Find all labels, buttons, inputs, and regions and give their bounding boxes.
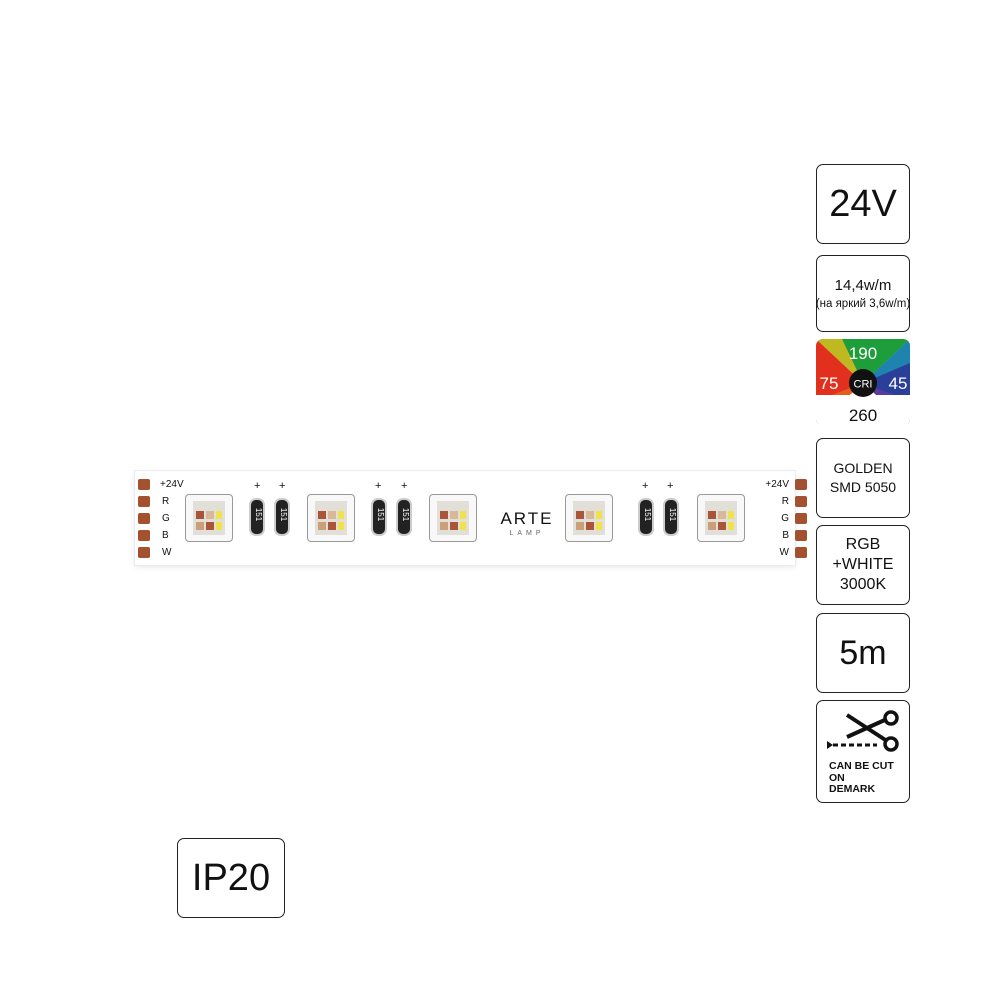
length-badge: 5m (816, 613, 910, 693)
resistor: 151 (396, 498, 412, 536)
color-line-3: 3000K (839, 576, 887, 593)
ip-rating-badge: IP20 (177, 838, 285, 918)
solder-pad (795, 513, 807, 524)
pin-label: W (162, 547, 172, 558)
plus-mark: + (375, 480, 382, 492)
cri-bottom-value: 260 (849, 406, 877, 425)
led-chip (565, 494, 613, 542)
solder-pad (795, 530, 807, 541)
pin-label: B (782, 530, 789, 541)
plus-mark: + (642, 480, 649, 492)
cut-badge: CAN BE CUT ON DEMARK (816, 700, 910, 803)
resistor: 151 (638, 498, 654, 536)
scissors-icon (827, 710, 899, 752)
arte-lamp-logo: ARTE LAMP (492, 509, 562, 537)
resistor-code: 151 (376, 507, 386, 522)
left-pin-labels: +24V R G B W (160, 476, 184, 561)
resistor: 151 (371, 498, 387, 536)
right-pin-labels: +24V R G B W (757, 476, 789, 561)
solder-pad (138, 496, 150, 507)
chip-line-2: SMD 5050 (829, 479, 897, 495)
solder-pad (795, 496, 807, 507)
solder-pad (795, 547, 807, 558)
solder-pad (138, 547, 150, 558)
resistor-code: 151 (401, 507, 411, 522)
plus-mark: + (401, 480, 408, 492)
cri-center-label: CRI (854, 379, 873, 391)
cut-line-3: DEMARK (829, 783, 876, 795)
cut-line-1: CAN BE CUT (829, 760, 894, 772)
power-value: 14,4w/m (834, 277, 892, 294)
pin-label: G (781, 513, 789, 524)
pin-label: G (162, 513, 170, 524)
logo-sub-text: LAMP (509, 530, 545, 537)
resistor-code: 151 (279, 507, 289, 522)
color-line-2: +WHITE (832, 556, 894, 573)
solder-pad (138, 513, 150, 524)
resistor-code: 151 (668, 507, 678, 522)
solder-pad (138, 479, 150, 490)
logo-main-text: ARTE (500, 509, 554, 528)
led-strip: +24V R G B W +24V R G B W + + 151 151 + (135, 471, 807, 565)
pin-label: W (779, 547, 789, 558)
led-chip (429, 494, 477, 542)
cri-left-value: 75 (820, 374, 839, 393)
resistor: 151 (249, 498, 265, 536)
cut-instructions: CAN BE CUT ON DEMARK (829, 760, 894, 796)
resistor-code: 151 (643, 507, 653, 522)
cri-color-icon: CRI 190 75 45 260 (816, 339, 910, 426)
pin-label: R (781, 496, 789, 507)
cri-badge: CRI 190 75 45 260 (816, 339, 910, 426)
pin-label: +24V (765, 479, 789, 490)
chip-line-1: GOLDEN (833, 460, 893, 476)
resistor: 151 (663, 498, 679, 536)
led-chip (697, 494, 745, 542)
resistor-code: 151 (254, 507, 264, 522)
cri-top-value: 190 (849, 344, 877, 363)
pin-label: +24V (160, 479, 184, 490)
power-note: (на яркий 3,6w/m) (815, 298, 911, 310)
solder-pad (138, 530, 150, 541)
right-solder-pads (795, 479, 809, 564)
pin-label: R (162, 496, 170, 507)
led-chip (307, 494, 355, 542)
ip-value: IP20 (191, 856, 271, 899)
led-chip (185, 494, 233, 542)
voltage-badge: 24V (816, 164, 910, 244)
left-solder-pads (138, 479, 152, 564)
color-badge: RGB +WHITE 3000K (816, 525, 910, 605)
resistor: 151 (274, 498, 290, 536)
plus-mark: + (279, 480, 286, 492)
solder-pad (795, 479, 807, 490)
power-badge: 14,4w/m (на яркий 3,6w/m) (816, 255, 910, 332)
plus-mark: + (254, 480, 261, 492)
chip-badge: GOLDEN SMD 5050 (816, 438, 910, 518)
cut-line-2: ON (829, 771, 845, 784)
pin-label: B (162, 530, 169, 541)
length-value: 5m (839, 633, 887, 672)
plus-mark: + (667, 480, 674, 492)
voltage-value: 24V (829, 182, 897, 225)
color-line-1: RGB (845, 536, 881, 553)
cri-right-value: 45 (889, 374, 908, 393)
